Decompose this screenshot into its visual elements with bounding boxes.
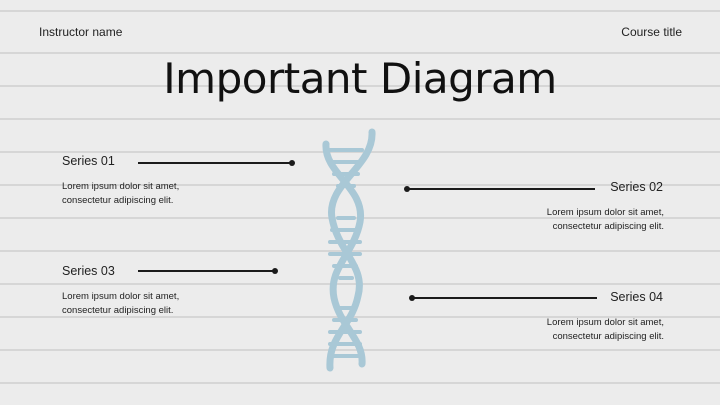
series-01-dot (289, 160, 295, 166)
series-01-description: Lorem ipsum dolor sit amet, consectetur … (62, 180, 179, 208)
series-02-dot (404, 186, 410, 192)
series-01-desc-line1: Lorem ipsum dolor sit amet, (62, 181, 180, 192)
series-01-connector (138, 162, 293, 164)
series-02-connector (407, 188, 595, 190)
series-04-desc-line1: Lorem ipsum dolor sit amet, (546, 317, 664, 328)
dna-helix-icon (322, 128, 376, 372)
series-03-label: Series 03 (62, 264, 115, 278)
series-03-desc-line2: consectetur adipiscing elit. (62, 305, 174, 316)
series-04-description: Lorem ipsum dolor sit amet, consectetur … (547, 316, 664, 344)
series-04-desc-line2: consectetur adipiscing elit. (552, 331, 664, 342)
slide-title: Important Diagram (163, 54, 557, 103)
series-03-description: Lorem ipsum dolor sit amet, consectetur … (62, 290, 179, 318)
series-03-connector (138, 270, 276, 272)
series-04-label: Series 04 (610, 290, 663, 304)
series-03-dot (272, 268, 278, 274)
course-title: Course title (621, 25, 682, 39)
series-02-description: Lorem ipsum dolor sit amet, consectetur … (547, 206, 664, 234)
series-04-dot (409, 295, 415, 301)
instructor-name: Instructor name (39, 25, 123, 39)
series-01-label: Series 01 (62, 154, 115, 168)
series-03-desc-line1: Lorem ipsum dolor sit amet, (62, 291, 180, 302)
series-04-connector (412, 297, 597, 299)
series-01-desc-line2: consectetur adipiscing elit. (62, 195, 174, 206)
series-02-label: Series 02 (610, 180, 663, 194)
series-02-desc-line2: consectetur adipiscing elit. (552, 221, 664, 232)
series-02-desc-line1: Lorem ipsum dolor sit amet, (546, 207, 664, 218)
